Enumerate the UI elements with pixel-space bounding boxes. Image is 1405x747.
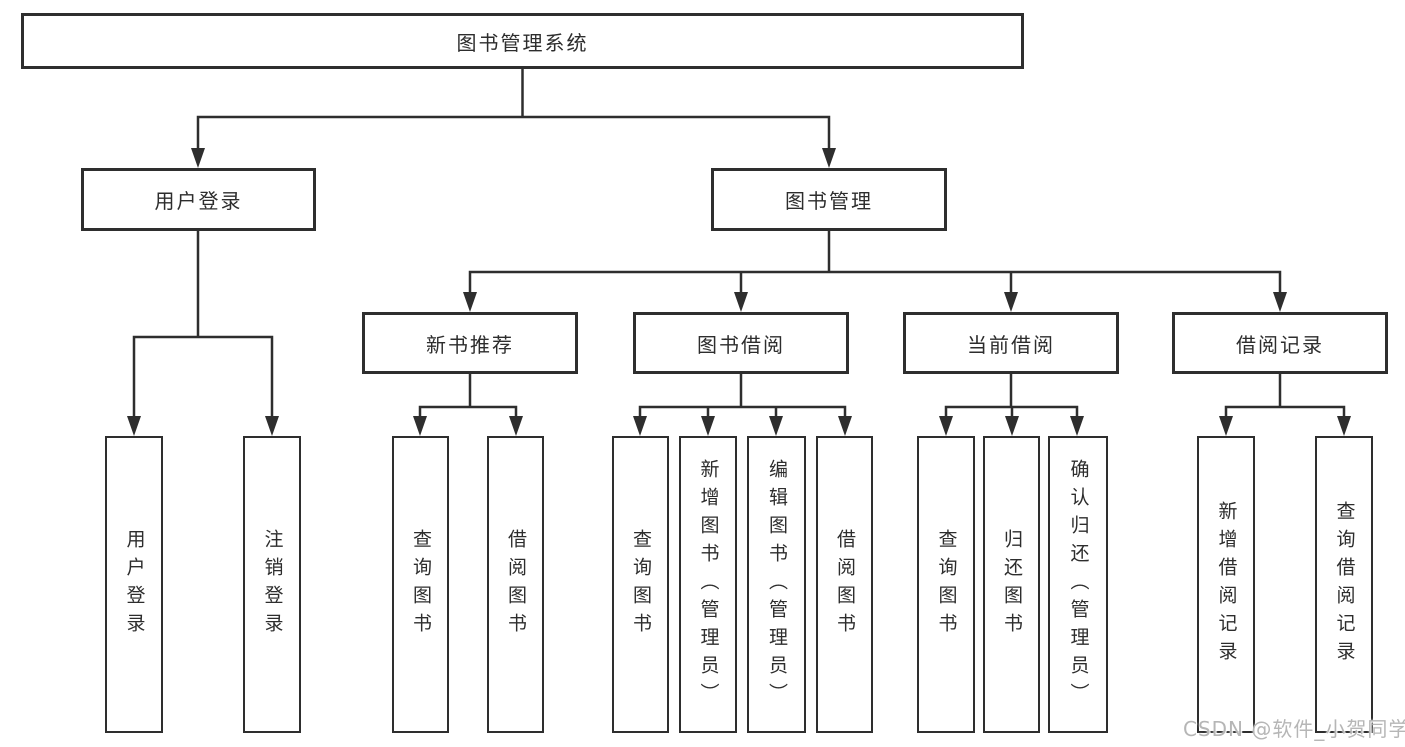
leaf-logout: 注销登录 <box>243 436 301 733</box>
node-current-borrow: 当前借阅 <box>903 312 1119 374</box>
leaf-label: 归还图书 <box>1001 528 1023 641</box>
leaf-label: 查询图书 <box>630 528 652 641</box>
node-book-management: 图书管理 <box>711 168 947 231</box>
leaf-user-login: 用户登录 <box>105 436 163 733</box>
leaf-label: 查询借阅记录 <box>1333 500 1356 669</box>
leaf-confirm-return-admin: 确认归还（管理员） <box>1048 436 1108 733</box>
leaf-label: 借阅图书 <box>834 528 856 641</box>
leaf-label: 编辑图书（管理员） <box>766 458 788 711</box>
leaf-add-borrow-record: 新增借阅记录 <box>1197 436 1255 733</box>
leaf-borrow-books-recommend: 借阅图书 <box>487 436 544 733</box>
leaf-label: 确认归还（管理员） <box>1067 458 1090 711</box>
leaf-label: 查询图书 <box>935 528 958 641</box>
node-new-book-recommend: 新书推荐 <box>362 312 578 374</box>
leaf-query-books-current: 查询图书 <box>917 436 975 733</box>
leaf-label: 查询图书 <box>410 528 432 641</box>
leaf-label: 新增借阅记录 <box>1215 500 1238 669</box>
leaf-label: 新增图书（管理员） <box>697 458 720 711</box>
leaf-label: 用户登录 <box>123 528 146 641</box>
leaf-query-borrow-record: 查询借阅记录 <box>1315 436 1373 733</box>
leaf-query-books-recommend: 查询图书 <box>392 436 449 733</box>
node-root: 图书管理系统 <box>21 13 1024 69</box>
leaf-edit-book-admin: 编辑图书（管理员） <box>747 436 806 733</box>
leaf-return-book: 归还图书 <box>983 436 1040 733</box>
node-book-borrow: 图书借阅 <box>633 312 849 374</box>
leaf-label: 借阅图书 <box>505 528 527 641</box>
node-borrow-records: 借阅记录 <box>1172 312 1388 374</box>
node-user-login: 用户登录 <box>81 168 316 231</box>
leaf-borrow-books: 借阅图书 <box>816 436 873 733</box>
leaf-add-book-admin: 新增图书（管理员） <box>679 436 737 733</box>
leaf-label: 注销登录 <box>261 528 284 641</box>
leaf-query-books-borrow: 查询图书 <box>612 436 669 733</box>
csdn-watermark: CSDN @软件_小贺同学 <box>1183 717 1405 741</box>
